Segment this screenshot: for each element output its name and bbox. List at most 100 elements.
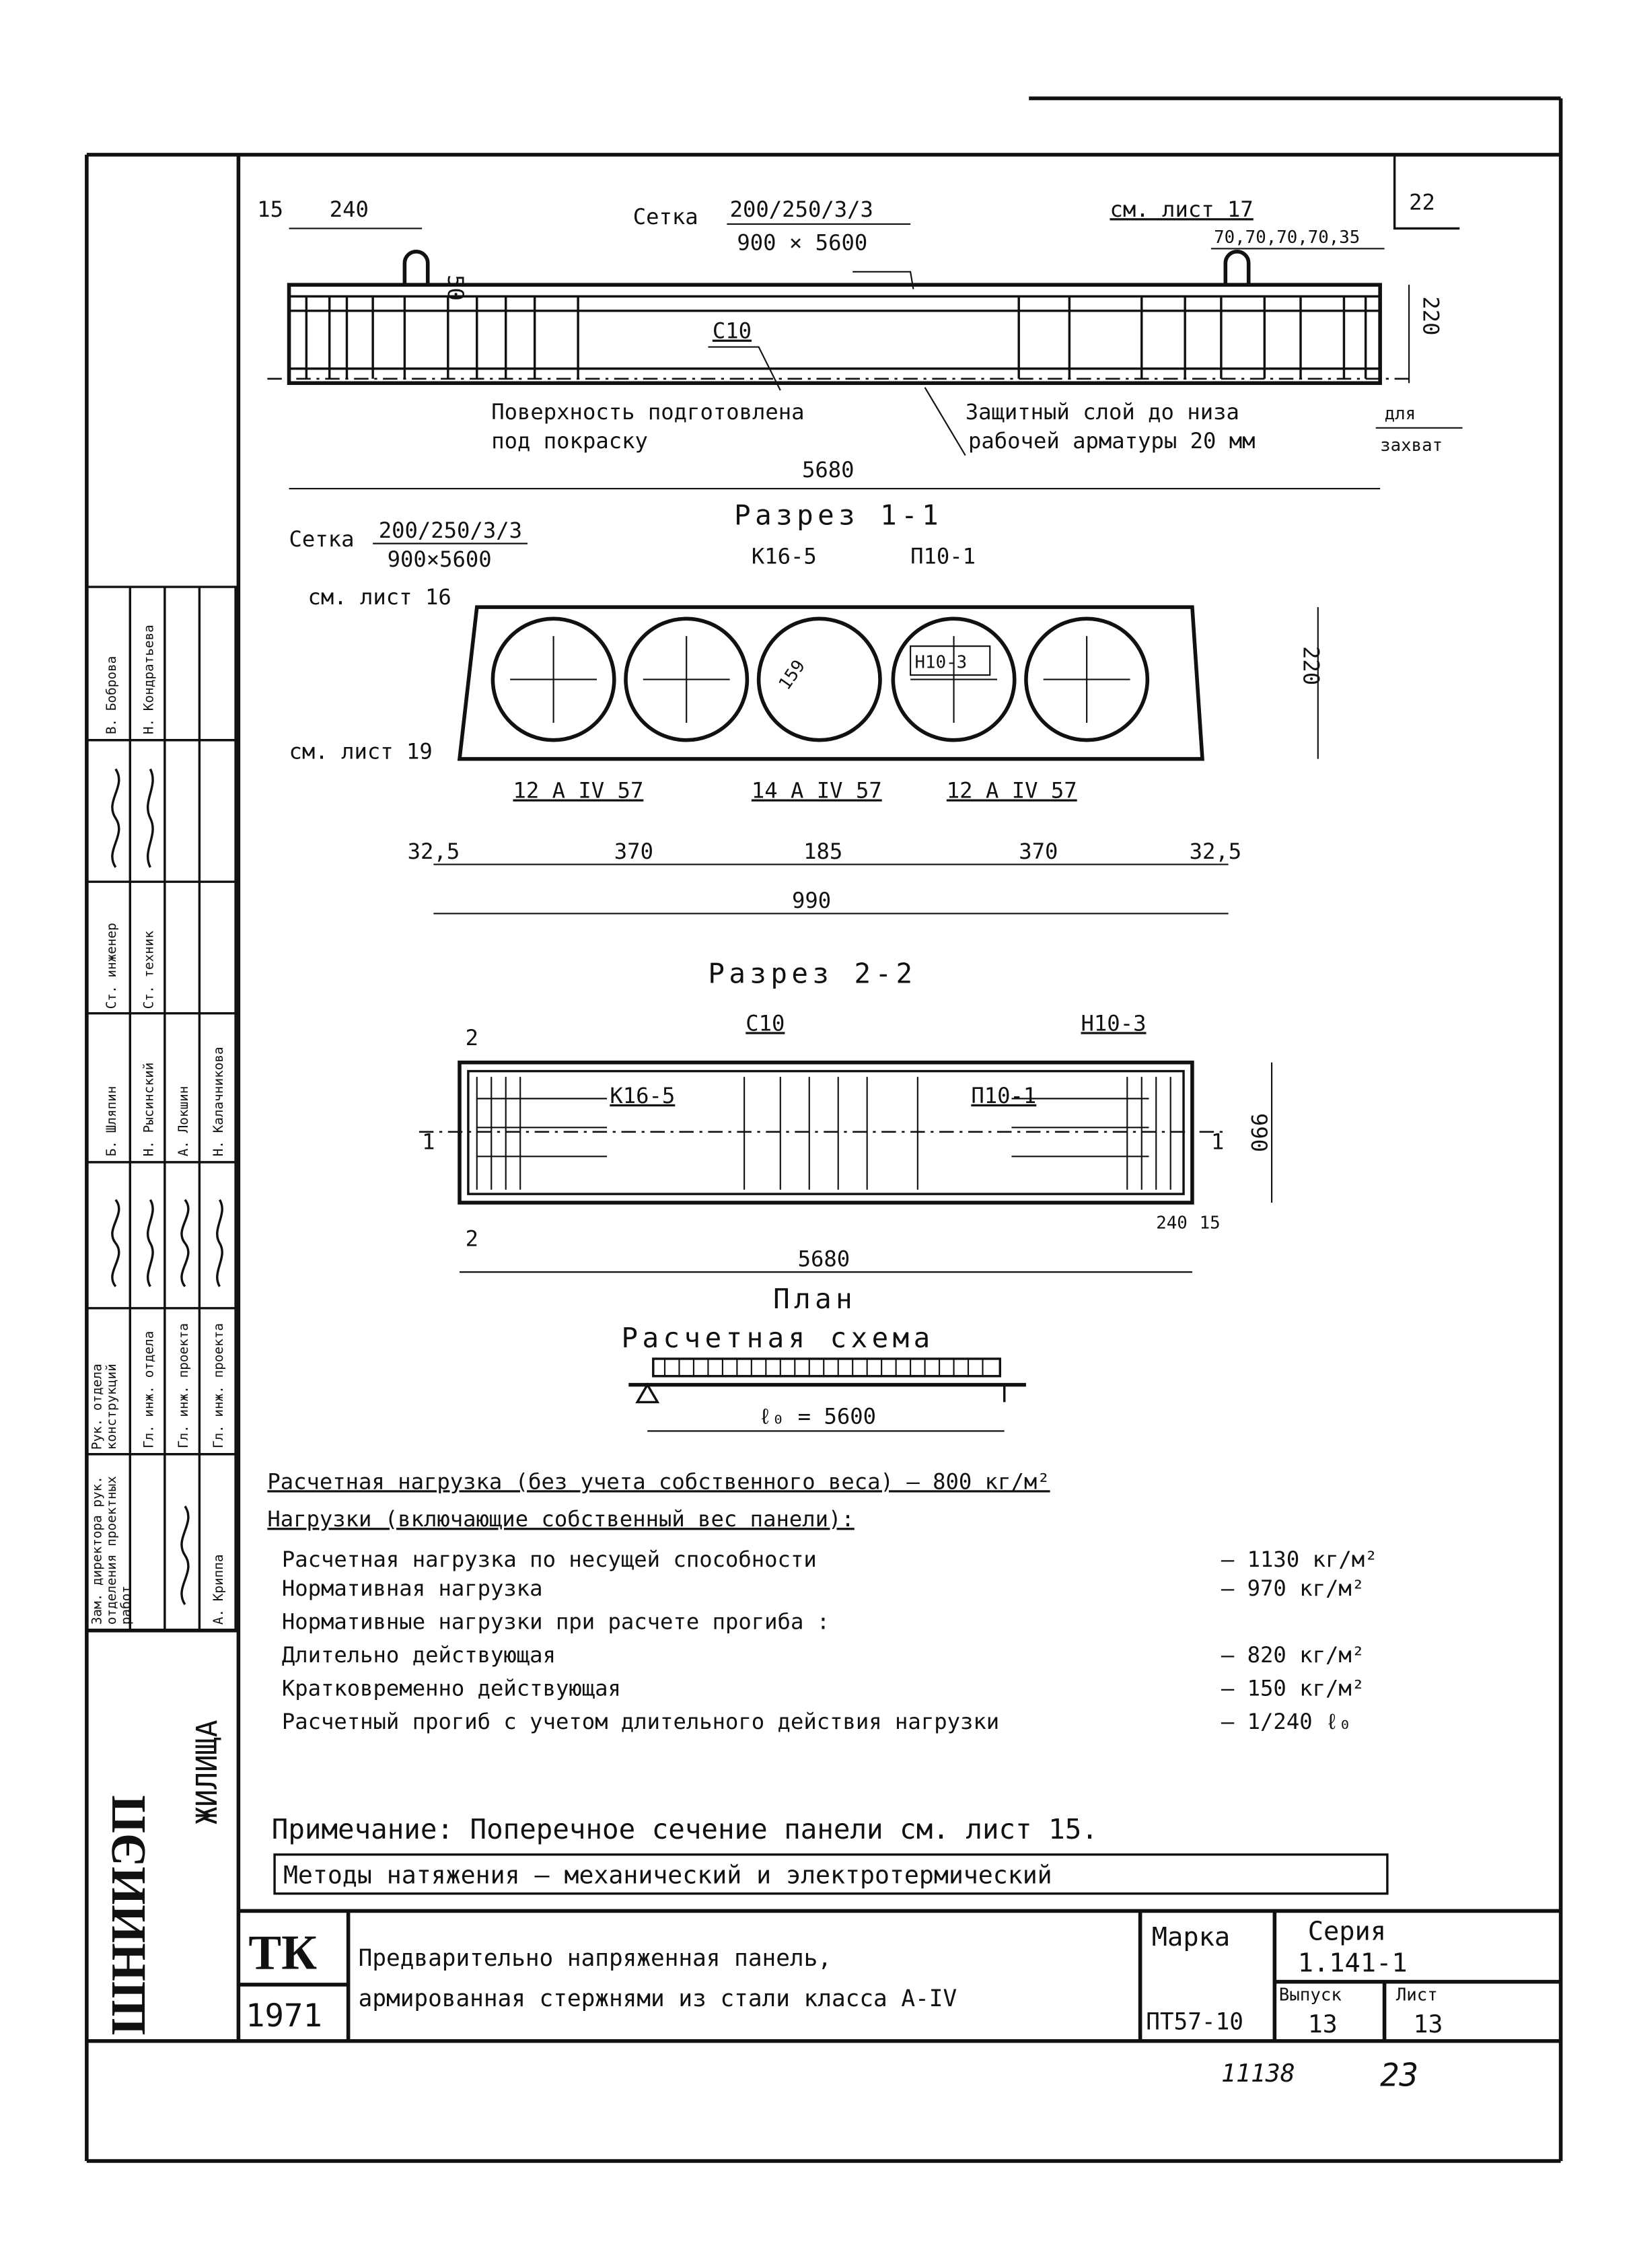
marka-value: ПТ57-10 [1146, 2009, 1243, 2036]
org-mark: ТК [248, 1925, 317, 1979]
load-row-label: Длительно действующая [282, 1642, 556, 1668]
elevation-view: 15 240 50 Сетка 200/250/3/3 900 × 5600 с… [257, 197, 1463, 490]
bars-mid: 14 А IV 57 [752, 778, 882, 804]
dim-length: 5680 [798, 1246, 850, 1272]
surface-note-2: под покраску [491, 428, 648, 454]
lifting-loop-right [1223, 249, 1251, 285]
cut-mark-2-top: 2 [466, 1025, 478, 1051]
stirrups [305, 296, 1367, 379]
cut-mark-1-left: 1 [422, 1129, 435, 1155]
k-frame-label: К16-5 [752, 544, 817, 569]
series-value: 1.141-1 [1298, 1948, 1408, 1979]
load-row-label: Нормативная нагрузка [282, 1575, 543, 1601]
series-label: Серия [1308, 1916, 1386, 1946]
stamp-cell: Н. Кондратьева [141, 625, 157, 734]
title-line-2: армированная стержнями из стали класса А… [359, 1985, 957, 2012]
stamp-cell: Н. Калачникова [211, 1047, 226, 1156]
methods-box [273, 1853, 1389, 1895]
sheet-frame [85, 96, 1563, 2163]
dim-width: 990 [1246, 1113, 1272, 1152]
title-block: ТК 1971 Предварительно напряженная панел… [238, 1909, 1561, 2041]
lifting-loop-left [402, 249, 430, 285]
note-text: Примечание: Поперечное сечение панели см… [272, 1813, 1098, 1845]
stamp-cell: А. Криппа [211, 1554, 226, 1625]
mesh-label: Сетка [289, 526, 355, 552]
section-2-title: Разрез 2-2 [708, 958, 916, 990]
methods-text: Методы натяжения — механический и электр… [283, 1861, 1052, 1890]
load-row-value: — 1/240 ℓ₀ [1221, 1709, 1352, 1734]
stamp-cell: В. Боброва [104, 656, 119, 734]
archive-number: 11138 [1221, 2059, 1295, 2088]
stamp-cell: Гл. инж. проекта [176, 1323, 191, 1448]
stamp-cell: Ст. инженер [104, 923, 119, 1009]
grip-note-1: для [1385, 404, 1416, 424]
k-frame-label: К16-5 [610, 1083, 675, 1108]
stamp-cell: Н. Рысинский [141, 1063, 157, 1157]
signatures [111, 768, 223, 1606]
load-row-label: Кратковременно действующая [282, 1675, 621, 1701]
calculation-scheme: Расчетная схема ℓ₀ = 5600 [622, 1322, 1026, 1432]
issue-value: 13 [1308, 2010, 1338, 2039]
bars-left: 12 А IV 57 [513, 778, 643, 804]
section-1-1: Разрез 1-1 Сетка 200/250/3/3 900×5600 К1… [289, 499, 1323, 915]
dim-loop-height: 50 [443, 275, 468, 301]
dim-height: 220 [1298, 646, 1323, 685]
dim-370-right: 370 [1019, 839, 1058, 864]
stamp-cell: Зам. директора рук. отделения проектных … [91, 1476, 135, 1625]
section-2-2: Разрез 2-2 С10 Н10-3 К16-5 П10-1 2 2 1 1… [419, 958, 1273, 1315]
load-row-label: Нормативные нагрузки при расчете прогиба… [282, 1609, 830, 1635]
mesh-spec-bottom: 900 × 5600 [737, 230, 867, 256]
institute-logo: ШНИИЭП ЖИЛИЩА [86, 1628, 239, 2035]
void-diameter: 159 [775, 656, 809, 693]
loads-block: Расчетная нагрузка (без учета собственно… [267, 1468, 1377, 1734]
stamp-cell: Гл. инж. отдела [141, 1331, 157, 1449]
mesh-spec-bottom: 900×5600 [388, 546, 492, 572]
approval-stamp: Зам. директора рук. отделения проектных … [86, 586, 239, 1631]
p-frame-label: П10-1 [910, 544, 976, 569]
cut-mark-2-bottom: 2 [466, 1226, 478, 1251]
stamp-cell: Рук. отдела конструкций [91, 1363, 120, 1450]
grip-note-2: захват [1380, 435, 1443, 456]
n-frame-label: Н10-3 [915, 652, 968, 672]
dim-edge-left: 32,5 [408, 839, 460, 864]
issue-label: Выпуск [1279, 1985, 1342, 2006]
hollow-cores [491, 616, 1150, 742]
load-row-value: — 150 кг/м² [1221, 1675, 1365, 1701]
span-label: ℓ₀ = 5600 [759, 1404, 876, 1429]
sheet-value: 13 [1414, 2010, 1443, 2039]
logo-sub: ЖИЛИЩА [190, 1720, 224, 1824]
plan-caption: План [773, 1283, 857, 1315]
dim-height: 220 [1418, 296, 1444, 335]
stirrup-spacing: 70,70,70,70,35 [1214, 227, 1360, 248]
stamp-cell: Б. Шляпин [104, 1086, 119, 1157]
stamp-cell: Ст. техник [141, 930, 157, 1009]
sheet-label: Лист [1396, 1985, 1438, 2006]
load-row-value: — 1130 кг/м² [1221, 1547, 1378, 1572]
marka-label: Марка [1152, 1922, 1230, 1952]
load-row-label: Расчетный прогиб с учетом длительного де… [282, 1709, 999, 1734]
dim-240: 240 [330, 197, 369, 222]
c-rebar-label: С10 [746, 1010, 785, 1036]
surface-note-1: Поверхность подготовлена [491, 399, 804, 425]
scheme-title: Расчетная схема [622, 1322, 935, 1354]
title-line-1: Предварительно напряженная панель, [359, 1945, 832, 1972]
dim-edge-right: 32,5 [1190, 839, 1242, 864]
dim-width: 990 [792, 888, 831, 913]
stamp-cell: А. Локшин [176, 1086, 191, 1157]
section-1-title: Разрез 1-1 [734, 499, 943, 532]
dim-185: 185 [803, 839, 842, 864]
n-frame-label: Н10-3 [1081, 1010, 1147, 1036]
dim-370-left: 370 [614, 839, 653, 864]
mesh-spec-top: 200/250/3/3 [730, 197, 873, 222]
rebar-c10: С10 [713, 318, 752, 344]
stamp-cell-wrapper: Рук. отдела конструкций [91, 1363, 120, 1450]
stamp-cell: Гл. инж. проекта [211, 1323, 226, 1448]
load-row-value: — 970 кг/м² [1221, 1575, 1365, 1601]
mesh-label: Сетка [633, 204, 698, 229]
see-sheet-17: см. лист 17 [1110, 197, 1254, 222]
p-frame-label: П10-1 [971, 1083, 1036, 1108]
loads-heading: Нагрузки (включающие собственный вес пан… [267, 1506, 854, 1532]
bars-right: 12 А IV 57 [947, 778, 1077, 804]
cover-note-1: Защитный слой до низа [966, 399, 1239, 425]
